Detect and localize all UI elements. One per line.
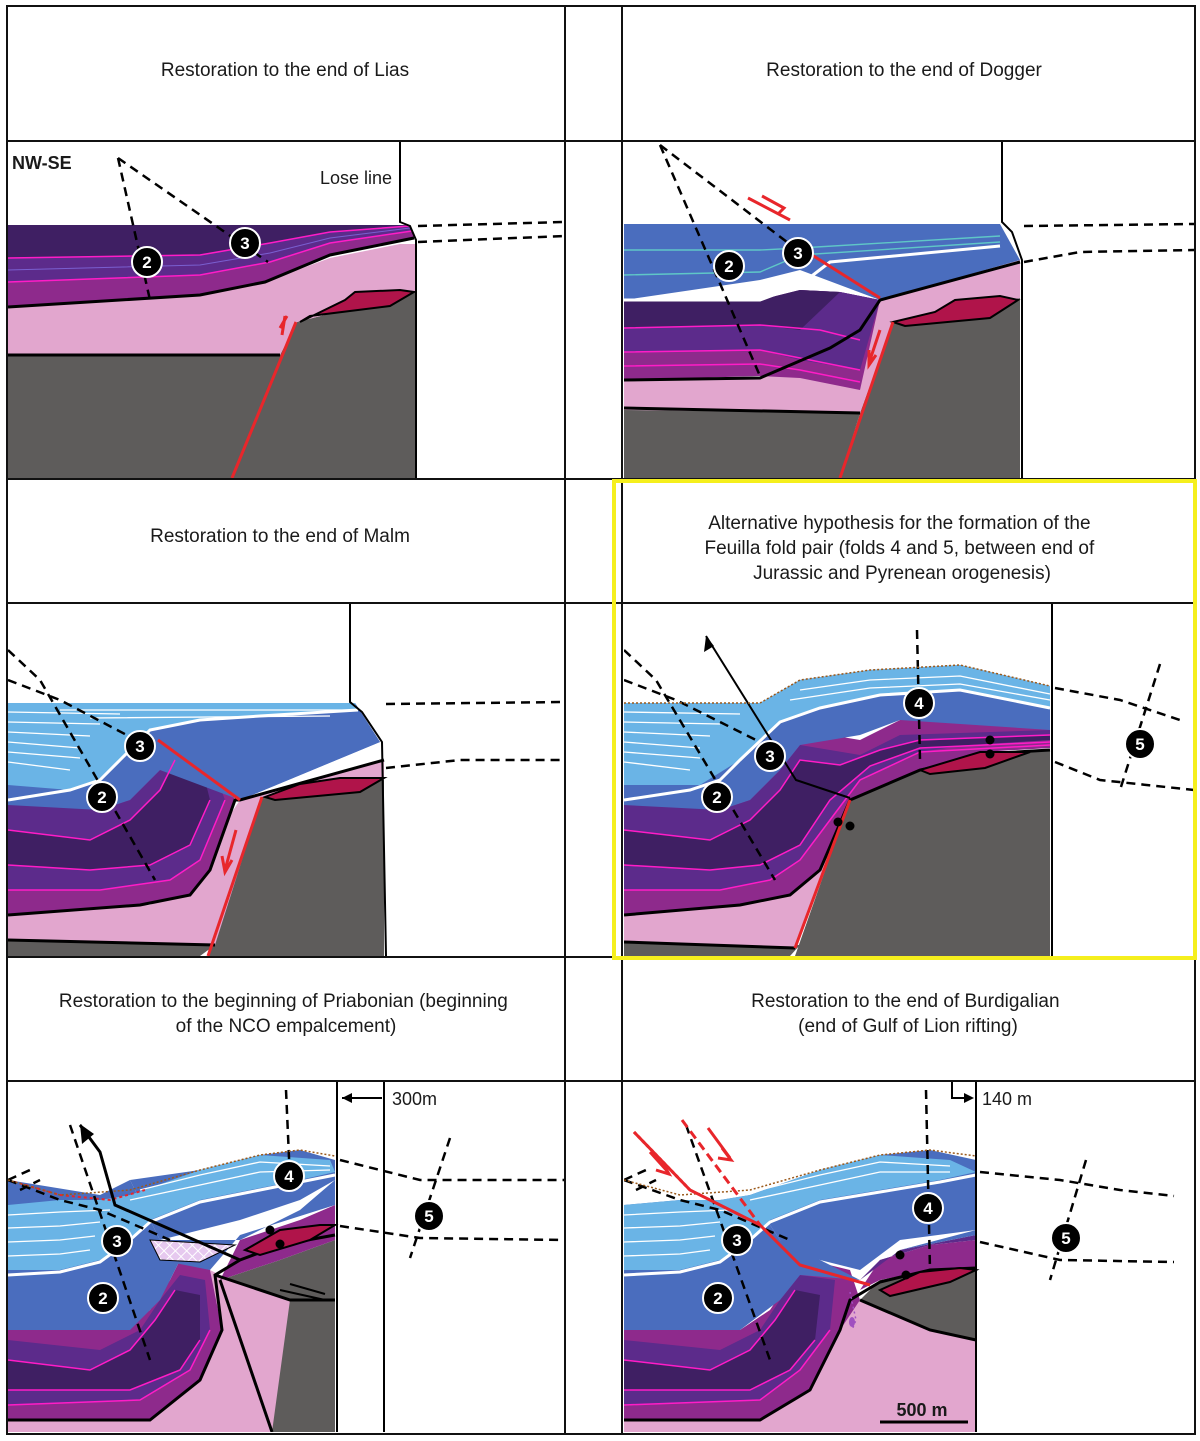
fold-marker-3: 3: [754, 740, 786, 772]
fold-marker-4: 4: [912, 1192, 944, 1224]
fold-marker-3: 3: [124, 730, 156, 762]
fold-marker-5: 5: [413, 1200, 445, 1232]
fold-marker-2: 2: [87, 1282, 119, 1314]
svg-text:3: 3: [135, 737, 144, 756]
panel-dogger-section: [624, 142, 1194, 478]
projection-lines: [385, 700, 565, 770]
fold-marker-2: 2: [702, 1282, 734, 1314]
svg-text:4: 4: [923, 1199, 933, 1218]
fold-marker-5: 5: [1124, 728, 1156, 760]
fold-marker-5: 5: [1050, 1222, 1082, 1254]
fold-marker-3: 3: [721, 1224, 753, 1256]
svg-text:5: 5: [424, 1207, 433, 1226]
svg-text:2: 2: [713, 1289, 722, 1308]
svg-text:2: 2: [98, 1289, 107, 1308]
fold-marker-3: 3: [229, 227, 261, 259]
shift-label: 300m: [392, 1089, 437, 1109]
fold-marker-2: 2: [701, 781, 733, 813]
fold-marker-2: 2: [131, 246, 163, 278]
svg-text:4: 4: [914, 694, 924, 713]
svg-text:3: 3: [765, 747, 774, 766]
svg-text:2: 2: [97, 788, 106, 807]
svg-text:5: 5: [1061, 1229, 1070, 1248]
svg-text:4: 4: [284, 1167, 294, 1186]
projection-lines: [417, 220, 565, 244]
svg-text:2: 2: [712, 788, 721, 807]
svg-text:5: 5: [1135, 735, 1144, 754]
panel-malm-section: [8, 604, 564, 956]
lose-line-label: Lose line: [320, 168, 392, 188]
lose-line: [349, 604, 387, 957]
projection-lines: [979, 1159, 1175, 1281]
fold-marker-3: 3: [782, 237, 814, 269]
shift-label: 140 m: [982, 1089, 1032, 1109]
panel-caption-priabonian: Restoration to the beginning of Priaboni…: [59, 991, 513, 1037]
scale-bar-label: 500 m: [896, 1400, 947, 1420]
highlight-frame: [612, 479, 1197, 960]
lose-line: [1001, 142, 1023, 478]
svg-text:2: 2: [142, 253, 151, 272]
panel-burdigalian-section: [624, 1082, 1194, 1432]
fold-marker-4: 4: [903, 687, 935, 719]
fold-marker-2: 2: [86, 781, 118, 813]
svg-text:2: 2: [724, 257, 733, 276]
panel-priabonian-section: [8, 1082, 564, 1432]
projection-lines: [1023, 222, 1195, 264]
panel-caption-alternative: Alternative hypothesis for the formation…: [704, 513, 1099, 584]
fold-marker-4: 4: [273, 1160, 305, 1192]
projection-lines: [1054, 663, 1195, 792]
projection-lines: [339, 1137, 565, 1259]
svg-text:3: 3: [732, 1231, 741, 1250]
panel-caption-lias: Restoration to the end of Lias: [161, 60, 409, 81]
orientation-label: NW-SE: [12, 153, 72, 173]
panel-caption-dogger: Restoration to the end of Dogger: [766, 60, 1042, 81]
panel-alternative-section: [624, 604, 1194, 956]
svg-text:3: 3: [240, 234, 249, 253]
panel-caption-malm: Restoration to the end of Malm: [150, 526, 410, 547]
fold-marker-2: 2: [713, 250, 745, 282]
lose-line: [399, 142, 417, 478]
fold-marker-3: 3: [101, 1225, 133, 1257]
panel-lias-section: [8, 142, 564, 478]
svg-text:3: 3: [112, 1232, 121, 1251]
panel-caption-burdigalian: Restoration to the end of Burdigalian (e…: [751, 991, 1065, 1037]
svg-text:3: 3: [793, 244, 802, 263]
